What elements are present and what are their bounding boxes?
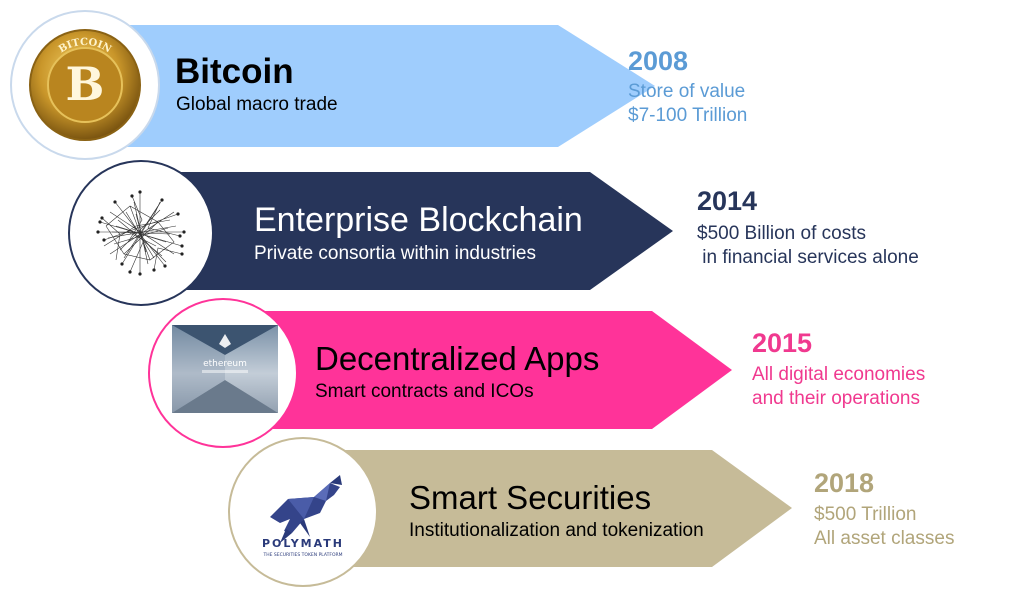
bitcoin-logo-circle: BITCOIN B (10, 10, 160, 160)
enterprise-blockchain-notes: $500 Billion of costs in financial servi… (697, 222, 919, 270)
smart-securities-note-2: All asset classes (814, 528, 955, 549)
enterprise-blockchain-note-2: in financial services alone (697, 247, 919, 268)
ethereum-wordmark: ethereum (203, 359, 247, 369)
decentralized-apps-arrow-shape (220, 311, 732, 429)
bitcoin-note-1: Store of value (628, 81, 746, 102)
ethereum-building-icon: ethereum (172, 325, 278, 413)
bitcoin-arrow (95, 25, 655, 147)
network-graph-lines (98, 192, 184, 274)
network-graph-icon (96, 190, 186, 276)
network-graph-nodes (96, 190, 186, 276)
decentralized-apps-notes: All digital economies and their operatio… (752, 363, 925, 411)
bitcoin-notes: Store of value $7-100 Trillion (628, 80, 747, 128)
enterprise-blockchain-year: 2014 (697, 186, 758, 216)
polymath-wordmark: POLYMATH (262, 537, 344, 550)
bitcoin-title: Bitcoin (175, 52, 294, 91)
smart-securities-note-1: $500 Trillion (814, 504, 917, 525)
decentralized-apps-logo-circle: ethereum (148, 298, 298, 448)
bitcoin-note-2: $7-100 Trillion (628, 105, 748, 126)
smart-securities-arrow-shape (300, 450, 792, 567)
decentralized-apps-year: 2015 (752, 328, 813, 358)
decentralized-apps-note-1: All digital economies (752, 364, 926, 385)
bitcoin-coin-icon: BITCOIN B (29, 29, 141, 141)
smart-securities-notes: $500 Trillion All asset classes (814, 503, 954, 551)
decentralized-apps-title: Decentralized Apps (315, 340, 600, 377)
enterprise-blockchain-arrow (145, 172, 673, 290)
smart-securities-subtitle: Institutionalization and tokenization (409, 520, 704, 541)
enterprise-blockchain-logo-circle (68, 160, 214, 306)
bitcoin-year: 2008 (628, 46, 689, 76)
bitcoin-coin-letter: B (66, 57, 105, 111)
smart-securities-year: 2018 (814, 468, 875, 498)
smart-securities-title: Smart Securities (409, 479, 652, 516)
enterprise-blockchain-subtitle: Private consortia within industries (254, 243, 536, 264)
bull-figure (270, 475, 342, 543)
smart-securities-logo-circle: POLYMATH THE SECURITIES TOKEN PLATFORM (228, 437, 378, 587)
bitcoin-arrow-shape (95, 25, 655, 147)
enterprise-blockchain-arrow-shape (145, 172, 673, 290)
enterprise-blockchain-title: Enterprise Blockchain (254, 201, 583, 239)
bitcoin-subtitle: Global macro trade (176, 94, 338, 115)
smart-securities-arrow (300, 450, 792, 567)
polymath-bull-icon: POLYMATH THE SECURITIES TOKEN PLATFORM (262, 475, 344, 558)
decentralized-apps-arrow (220, 311, 732, 429)
enterprise-blockchain-note-1: $500 Billion of costs (697, 223, 866, 244)
polymath-tagline: THE SECURITIES TOKEN PLATFORM (262, 552, 342, 558)
decentralized-apps-note-2: and their operations (752, 388, 920, 409)
decentralized-apps-subtitle: Smart contracts and ICOs (315, 381, 534, 402)
ethereum-diamond-icon (219, 334, 231, 348)
